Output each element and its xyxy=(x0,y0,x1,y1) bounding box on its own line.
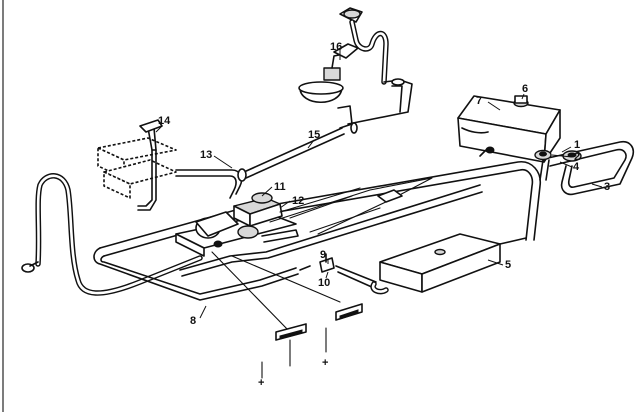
hull-outline xyxy=(269,177,433,235)
valves-9-10 xyxy=(319,253,377,289)
supply-lines-13-15 xyxy=(175,122,358,199)
callout-1: 1 xyxy=(574,139,580,151)
callout-8: 8 xyxy=(190,315,196,327)
tank-line-3 xyxy=(547,140,635,196)
callout-7: 7 xyxy=(476,95,482,107)
callout-12: 12 xyxy=(292,195,304,207)
callout-6: 6 xyxy=(522,83,528,95)
tank-5 xyxy=(370,233,527,295)
holding-tank-7 xyxy=(457,95,561,163)
callout-2: 2 xyxy=(574,151,580,163)
inlet-hose xyxy=(21,173,203,296)
callout-5: 5 xyxy=(505,259,511,271)
callout-11: 11 xyxy=(274,181,286,193)
callout-9: 9 xyxy=(320,249,326,261)
terminal-plus-right: + xyxy=(322,357,328,369)
callout-3: 3 xyxy=(604,181,610,193)
discharge-pipe xyxy=(179,161,542,277)
wiring xyxy=(211,251,363,379)
callouts: 1 2 3 4 5 6 7 8 9 10 11 12 13 14 15 16 xyxy=(155,41,610,327)
terminal-plus-left: + xyxy=(258,377,264,389)
callout-10: 10 xyxy=(318,277,330,289)
sink-16 xyxy=(298,7,413,129)
callout-13: 13 xyxy=(200,149,212,161)
callout-15: 15 xyxy=(308,129,320,141)
pump-assembly xyxy=(175,192,299,257)
callout-4: 4 xyxy=(573,161,580,173)
callout-16: 16 xyxy=(330,41,342,53)
hand-pump-14 xyxy=(97,119,177,211)
callout-14: 14 xyxy=(158,115,171,127)
